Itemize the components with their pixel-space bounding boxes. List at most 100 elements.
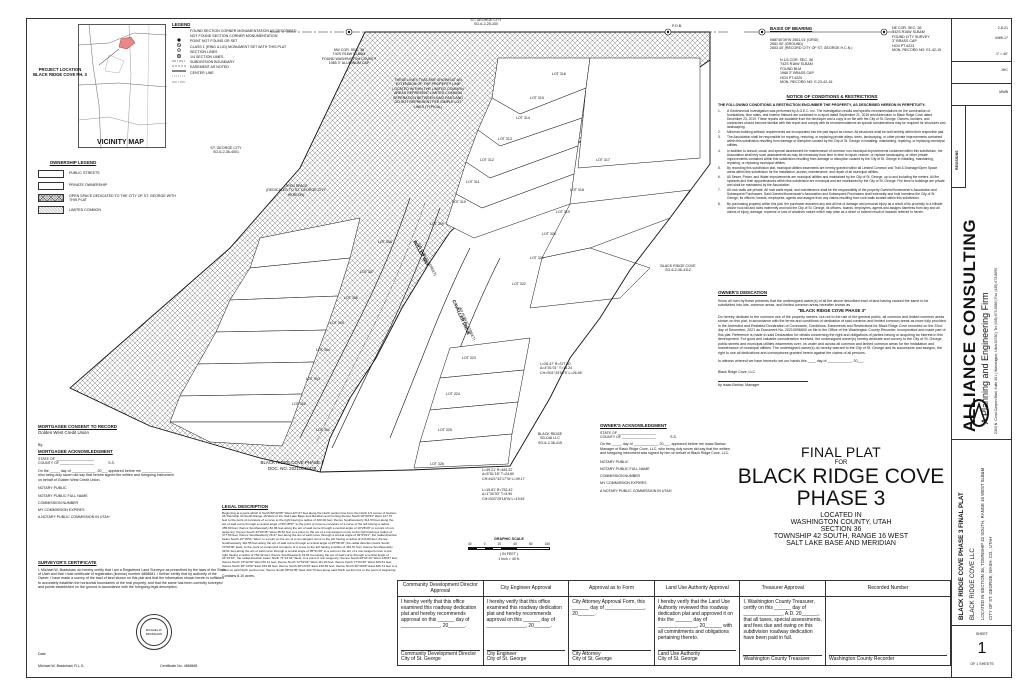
notice-item: 3.The Association shall be responsible f… bbox=[718, 135, 945, 148]
lot-label: LOT 307 bbox=[360, 270, 374, 274]
notary-line: COMMISSION NUMBER bbox=[600, 474, 641, 479]
approval-head: Treasurer Approval bbox=[740, 581, 826, 597]
open-space-label: OPEN SPACE (DEDICATED TO ST. GEORGE CITY… bbox=[266, 184, 326, 197]
notice-item: 4.In addition to annual, usual, and spec… bbox=[718, 148, 943, 165]
lot-label: LOT 321 bbox=[530, 256, 544, 260]
final-plat-title: FINAL PLAT bbox=[800, 444, 882, 460]
approval-signature: Land Use Authority City of St. George bbox=[657, 649, 737, 664]
checked-cell: MWB bbox=[952, 84, 1012, 106]
lots-lower-block bbox=[413, 337, 531, 469]
legal-title: LEGAL DESCRIPTION bbox=[222, 504, 269, 509]
scale-title: GRAPHIC SCALE bbox=[494, 537, 524, 541]
owners-dedication: OWNER'S DEDICATION Know all men by these… bbox=[718, 290, 946, 388]
ownership-legend: OWNERSHIP LEGEND PUBLIC STREETS PRIVATE … bbox=[38, 160, 188, 218]
not-found-monument-icon bbox=[172, 34, 186, 48]
firm-cell: ALLIANCE CONSULTING A Planning and Engin… bbox=[952, 188, 1012, 440]
approval-signature: City Engineer City of St. George bbox=[486, 649, 566, 664]
basis-line-drawing bbox=[744, 28, 894, 36]
st-george-city-left-label: ST. GEORGE CITY SG-6-2-36-4001 bbox=[210, 146, 242, 155]
nw-corner-label: NW COR. SEC. 36 T42S R16W SLB&M FOUND WA… bbox=[321, 48, 377, 66]
section-corner-n-quarter bbox=[664, 28, 672, 36]
legend-item: EASEMENT AS NOTED bbox=[190, 65, 229, 70]
approval-head: Land Use Authority Approval bbox=[654, 581, 740, 597]
notary-line: NOTARY PUBLIC FULL NAME bbox=[600, 467, 650, 472]
lot-label: LOT 319 bbox=[556, 210, 570, 214]
lot-label: LOT 318 bbox=[570, 188, 584, 192]
ownership-item: LIMITED COMMON bbox=[69, 208, 101, 213]
easement-line-icon bbox=[172, 65, 186, 77]
ownership-item: PRIVATE OWNERSHIP bbox=[69, 183, 108, 188]
mortgagee-ack-title: MORTGAGEE ACKNOWLEDGMENT bbox=[38, 449, 113, 455]
notary-line: MY COMMISSION EXPIRES bbox=[38, 507, 85, 512]
mortgagee-name: Golden West Credit Union bbox=[38, 429, 89, 435]
legend-item: SUBDIVISION BOUNDARY bbox=[190, 60, 235, 65]
curve-data-3: L=19.81' R=752.42 Δ=1°30'30" T=9.90 CH=S… bbox=[482, 488, 526, 501]
lot-label: LOT 320 bbox=[542, 232, 556, 236]
project-location: PROJECT LOCATION bbox=[38, 67, 82, 72]
firm-logo-icon bbox=[969, 399, 989, 427]
lot-label: LOT 317 bbox=[596, 158, 610, 162]
legend: LEGEND FOUND SECTION CORNER MONUMENTATIO… bbox=[172, 22, 297, 82]
mortgagee-consent-title: MORTGAGEE CONSENT TO RECORD bbox=[38, 424, 117, 429]
ne-corner-label: NE COR. SEC. 36 T42S R16W SLB&M FOUND CI… bbox=[892, 26, 942, 53]
legend-item: FOUND SECTION CORNER MONUMENTATION AS DE… bbox=[190, 29, 297, 34]
revisions-cell: REVISIONS bbox=[952, 106, 966, 188]
lot-label: LOT 305 bbox=[330, 321, 344, 325]
job-number: 4489-17 bbox=[994, 36, 1008, 40]
surveyor-seal: MICHAEL W. BRADSHAW bbox=[136, 614, 172, 650]
legend-item: POINT NOT FOUND OR SET bbox=[190, 39, 238, 44]
surveyor-cert: Certificate No. 4868681 bbox=[160, 664, 198, 668]
drawn-by: JHC bbox=[1001, 68, 1008, 72]
approval-community-development: Community Development Director Approval … bbox=[398, 581, 484, 665]
dedication-text2: Do hereby dedicate to the common use of … bbox=[718, 314, 946, 355]
scale-unit: ( IN FEET ) bbox=[499, 552, 519, 557]
approval-treasurer: Treasurer Approval I, Washington County … bbox=[740, 581, 827, 665]
notices: NOTICE OF CONDITIONS & RESTRICTIONS THE … bbox=[718, 94, 946, 215]
lot-label: LOT 322 bbox=[512, 282, 526, 286]
lot-label: LOT 302 bbox=[292, 402, 306, 406]
legend-item: CLASS 1 (RING & LID) MONUMENT SET WITH T… bbox=[190, 44, 287, 49]
sheet-of: OF 1 SHEETS bbox=[970, 662, 994, 667]
project-location-label: PROJECT LOCATION BLACK RIDGE COVE PH. 3 bbox=[30, 67, 90, 77]
section-label: SECTION 36 bbox=[820, 526, 862, 534]
notice-item: 1.A Geotechnical Investigation was perfo… bbox=[718, 108, 946, 130]
notice-item: 2.Minimum building setback requirements … bbox=[718, 130, 945, 135]
private-ownership-swatch bbox=[38, 181, 64, 190]
approval-body: I hereby verify that this office examine… bbox=[401, 599, 477, 629]
basis-bearing: N88°45'39"W 2651.01' (GRID) 2651.90' (GR… bbox=[770, 37, 853, 51]
notary-line: NOTARY PUBLIC FULL NAME bbox=[38, 493, 88, 498]
dedication-title: OWNER'S DEDICATION bbox=[718, 290, 768, 295]
notary-line: A NOTARY PUBLIC COMMISSION IN UTAH bbox=[600, 488, 672, 493]
scale-tick: 0 bbox=[483, 542, 486, 547]
legend-title: LEGEND bbox=[172, 22, 191, 27]
svg-text:(60' PUBLIC STREET): (60' PUBLIC STREET) bbox=[458, 306, 476, 341]
lot-label: LOT 308 bbox=[378, 240, 392, 244]
notice-item: 7.All rock walls are private. All rock w… bbox=[718, 188, 937, 201]
legal-text: Beginning at a point which is North 88°4… bbox=[222, 510, 398, 572]
legend-item: CENTER LINE bbox=[190, 70, 214, 75]
approval-body: I hereby verify that the Land Use Author… bbox=[657, 599, 733, 641]
pob-label: P.O.B. bbox=[672, 24, 683, 28]
black-ridge-cove-right-label: BLACK RIDGE COVE SG-6-2-36-4112 bbox=[660, 264, 696, 273]
limited-common-swatch bbox=[38, 206, 64, 215]
notary-line: A NOTARY PUBLIC COMMISSION IN UTAH bbox=[38, 515, 110, 520]
scale-tick: 80 bbox=[528, 542, 533, 547]
approval-head: Approval as to Form bbox=[569, 581, 654, 597]
class1-monument-icon bbox=[172, 45, 186, 58]
approval-signature: Washington County Treasurer bbox=[743, 655, 823, 663]
n-quarter-label: N 1/4 COR. SEC. 36 T42S R16W SLB&M FOUND… bbox=[780, 58, 833, 85]
black-ridge-cove-ph1-label: BLACK RIDGE COVE PHASE 1 DOC. NO. 202100… bbox=[260, 460, 324, 471]
location-vertical: LOCATED IN SECTION 36, TOWNSHIP 42 SOUTH… bbox=[980, 467, 985, 620]
drawn-cell: JHC bbox=[952, 62, 1012, 84]
black-ridge-llc-label: BLACK RIDGE SD-DAI LLC SG-6-2-36-415 bbox=[537, 432, 563, 445]
lot-label: LOT 312 bbox=[480, 158, 494, 162]
legend-item: 1/4 SECTION LINES bbox=[190, 55, 224, 60]
township-label: TOWNSHIP 42 SOUTH, RANGE 16 WEST bbox=[773, 533, 909, 541]
county-label: WASHINGTON COUNTY, UTAH bbox=[790, 519, 892, 527]
owners-ack-county: COUNTY OF _________________ bbox=[600, 434, 657, 439]
dedication-company: Black Ridge Cove, LLC bbox=[718, 369, 756, 374]
title-block: FINAL PLAT FOR BLACK RIDGE COVE PHASE 3 … bbox=[736, 444, 946, 547]
section-line-icon bbox=[172, 50, 186, 62]
lot-label: LOT 325 bbox=[438, 428, 452, 432]
scale-tick: 40 bbox=[513, 542, 517, 547]
